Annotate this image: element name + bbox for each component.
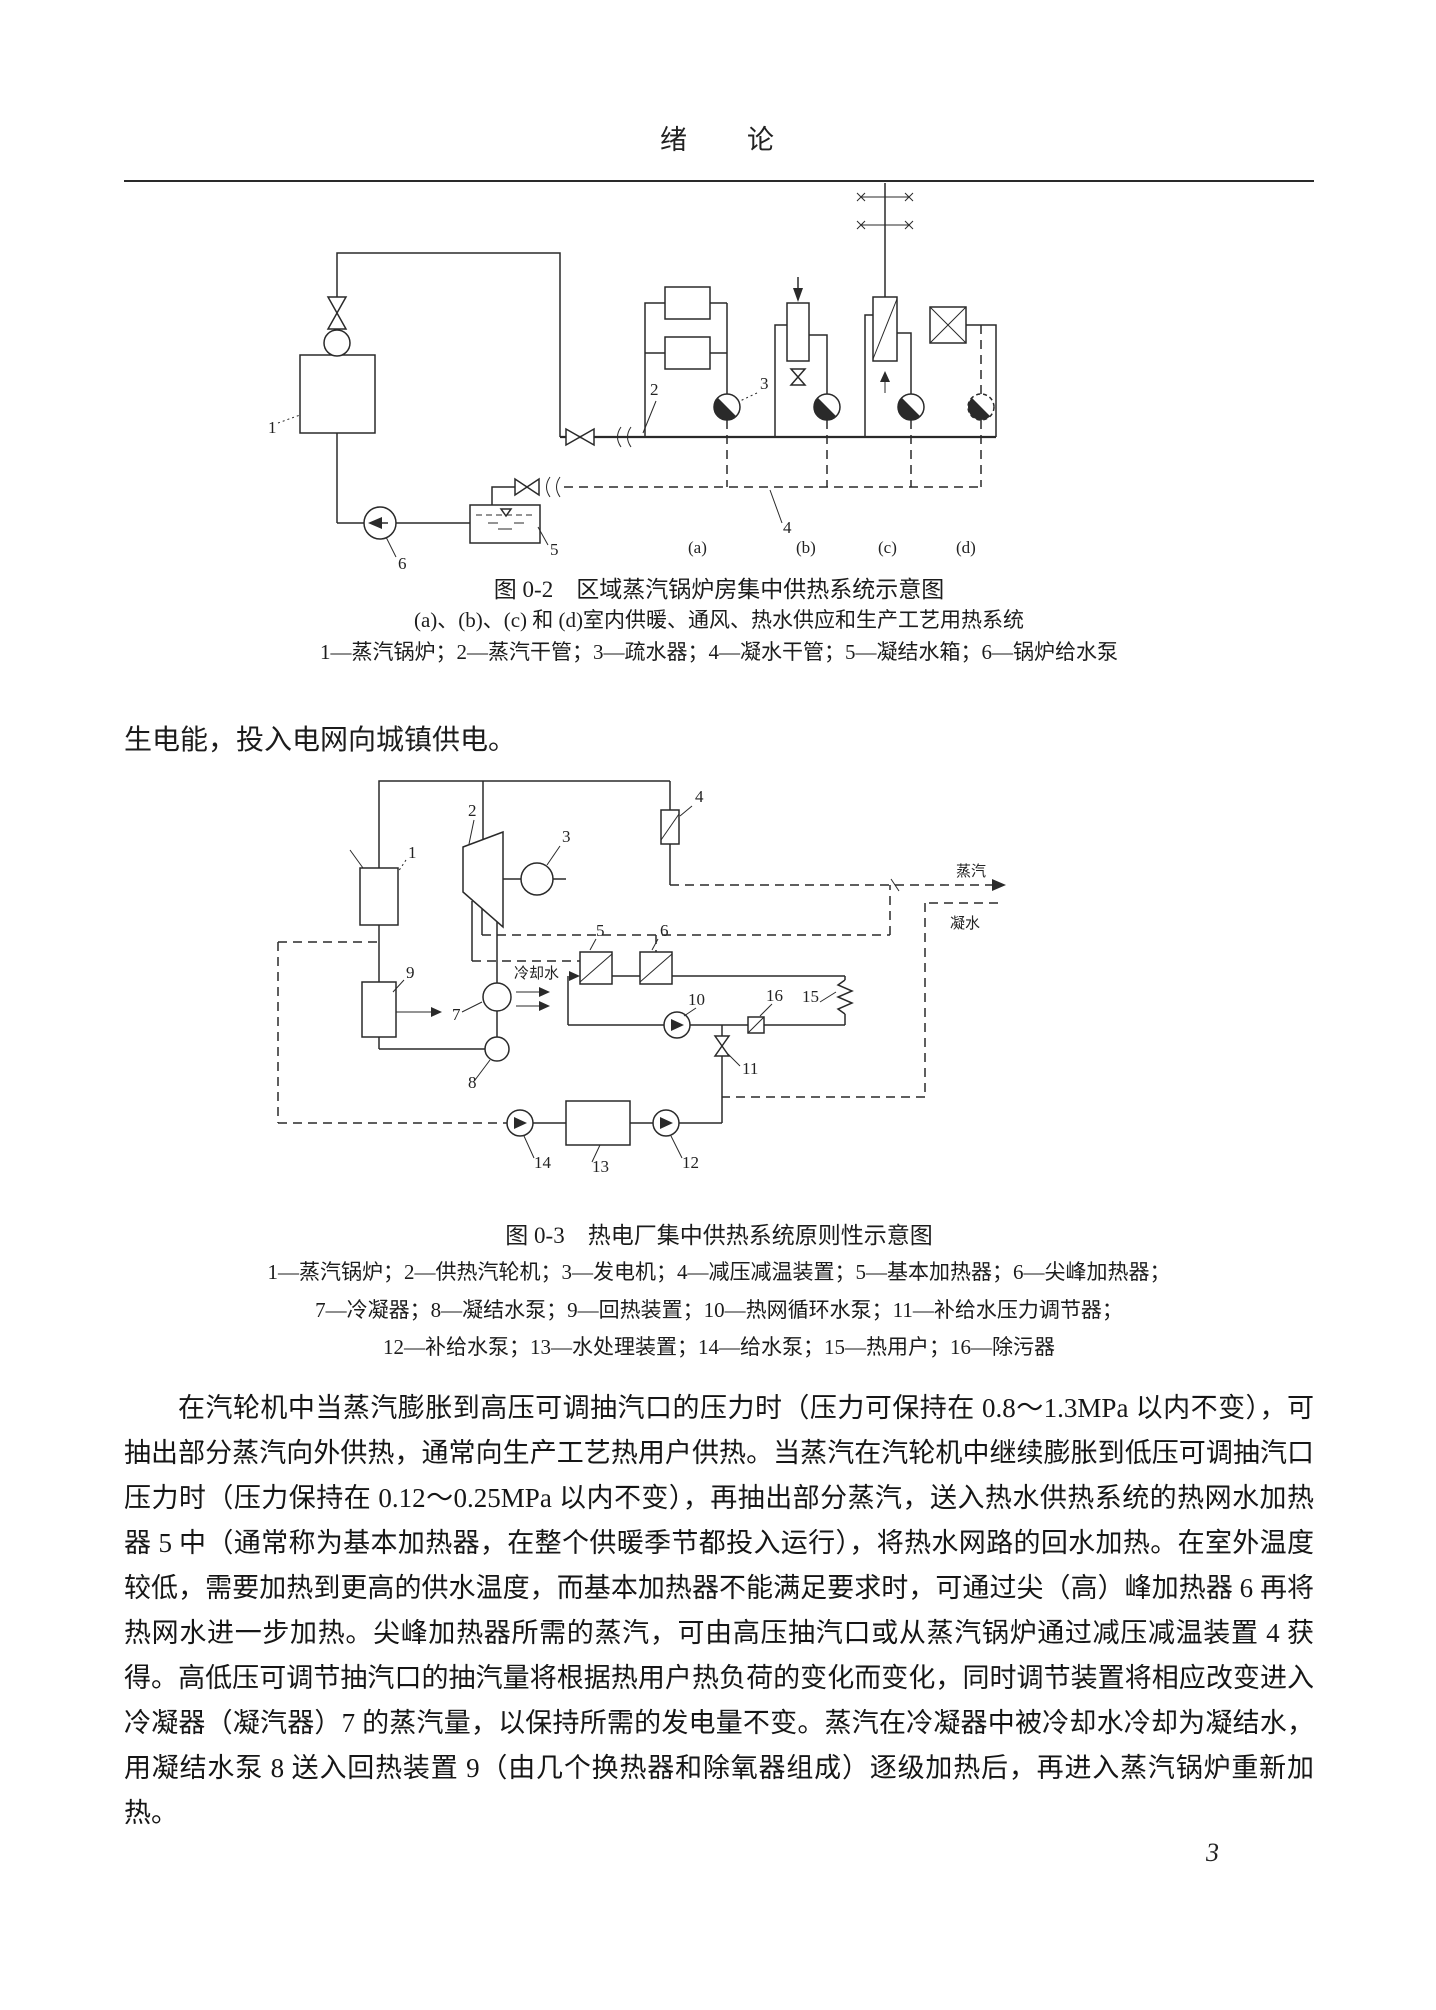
- fig03-leader-7: [461, 1001, 483, 1013]
- cooling-water-label: 冷却水: [514, 965, 559, 982]
- fig03-label-7: 7: [452, 1005, 461, 1024]
- fig03-leader-11: [727, 1053, 741, 1067]
- fig03-label-9: 9: [406, 963, 415, 982]
- fig03-label-3: 3: [562, 827, 571, 846]
- fig03-leader-6: [651, 938, 659, 951]
- branch-c-hot-water: [856, 183, 925, 487]
- fig03-leader-16: [759, 1003, 773, 1017]
- fig03-leader-8: [474, 1059, 491, 1081]
- fig02-label-d: (d): [956, 538, 976, 557]
- condensate-pump-symbol: [378, 1036, 510, 1062]
- fig03-caption-legend-2: 7—冷凝器；8—凝结水泵；9—回热装置；10—热网循环水泵；11—补给水压力调节…: [315, 1298, 1123, 1322]
- steam-boiler-symbol: [299, 252, 561, 523]
- fig03-leader-1: [397, 859, 407, 873]
- condenser-symbol: [482, 922, 512, 1037]
- fig02-label-1: 1: [268, 418, 277, 437]
- fig02-label-a: (a): [688, 538, 707, 557]
- fig02-label-c: (c): [878, 538, 897, 557]
- header-rule: [124, 180, 1314, 182]
- fig03-leader-12: [670, 1135, 683, 1159]
- condensate-main-line: [491, 476, 981, 505]
- branch-d-process-user: [929, 306, 997, 487]
- fig02-label-5: 5: [550, 540, 559, 559]
- boiler-feed-pump-symbol: [337, 506, 470, 540]
- fig02-label-2: 2: [650, 380, 659, 399]
- fig02-leader-3: [739, 392, 758, 402]
- heat-network-loop: [567, 971, 854, 1097]
- chp-boiler-symbol: [349, 780, 670, 982]
- steam-out-label: 蒸汽: [956, 863, 986, 880]
- fig03-leader-15: [819, 991, 837, 1003]
- condensate-return-label: 凝水: [950, 915, 980, 932]
- fig03-label-4: 4: [695, 787, 704, 806]
- fig02-label-6: 6: [398, 554, 407, 573]
- pressure-reducer-symbol: [660, 781, 680, 885]
- fig03-leader-9: [392, 979, 405, 993]
- fig02-caption-sub: (a)、(b)、(c) 和 (d)室内供暖、通风、热水供应和生产工艺用热系统: [413, 608, 1025, 632]
- fig03-leader-5: [589, 938, 597, 951]
- fig03-label-1: 1: [408, 843, 417, 862]
- fig02-label-3: 3: [760, 374, 769, 393]
- fig03-caption-title: 图 0-3 热电厂集中供热系统原则性示意图: [505, 1223, 933, 1248]
- branch-a-radiators: [644, 286, 741, 487]
- fig03-leader-10: [683, 1007, 697, 1017]
- turbine-symbol: [462, 781, 504, 929]
- fig03-caption-legend-3: 12—补给水泵；13—水处理装置；14—给水泵；15—热用户；16—除污器: [383, 1335, 1055, 1359]
- fig03-caption-legend-1: 1—蒸汽锅炉；2—供热汽轮机；3—发电机；4—减压减温装置；5—基本加热器；6—…: [267, 1260, 1171, 1284]
- fig03-leader-2: [468, 819, 475, 845]
- body-paragraph: 在汽轮机中当蒸汽膨胀到高压可调抽汽口的压力时（压力可保持在 0.8～1.3MPa…: [124, 1393, 1314, 1828]
- fig03-label-15: 15: [802, 987, 819, 1006]
- fig02-caption-legend: 1—蒸汽锅炉；2—蒸汽干管；3—疏水器；4—凝水干管；5—凝结水箱；6—锅炉给水…: [320, 640, 1118, 664]
- fig03-label-16: 16: [766, 986, 783, 1005]
- makeup-water-line: [277, 941, 507, 1124]
- fig02-leader-4: [769, 489, 783, 524]
- fig03-label-2: 2: [468, 801, 477, 820]
- fig02-label-4: 4: [783, 518, 792, 537]
- fig03-label-11: 11: [742, 1059, 758, 1078]
- fig03-leader-13: [591, 1144, 601, 1163]
- condensate-tank-symbol: [469, 504, 541, 544]
- fig02-leader-5: [537, 526, 549, 546]
- fig03-label-10: 10: [688, 990, 705, 1009]
- intro-paragraph: 生电能，投入电网向城镇供电。: [124, 725, 517, 756]
- fig03-leader-14: [523, 1135, 535, 1159]
- fig02-leader-1: [277, 414, 301, 424]
- page-number: 3: [1206, 1838, 1219, 1867]
- condensate-return-line: [722, 902, 998, 1098]
- cooling-water-arrows: [516, 987, 550, 1011]
- figure-0-3-diagram: 1 2 3 4 蒸汽: [277, 780, 1006, 1176]
- fig03-leader-4: [679, 805, 693, 817]
- basic-heater-symbol: [471, 901, 613, 985]
- peak-heater-symbol: [639, 935, 673, 985]
- steam-out-line: [481, 878, 1006, 936]
- fig03-label-12: 12: [682, 1153, 699, 1172]
- fig03-label-14: 14: [534, 1153, 552, 1172]
- fig03-label-8: 8: [468, 1073, 477, 1092]
- water-treatment-circuit: [506, 1097, 723, 1146]
- page-title: 绪 论: [660, 125, 776, 155]
- fig03-label-5: 5: [596, 921, 605, 940]
- fig03-label-6: 6: [660, 921, 669, 940]
- fig03-label-13: 13: [592, 1157, 609, 1176]
- regenerative-device-symbol: [361, 981, 442, 1038]
- branch-b-air-heater: [774, 277, 841, 487]
- fig02-caption-title: 图 0-2 区域蒸汽锅炉房集中供热系统示意图: [493, 577, 945, 602]
- fig02-leader-6: [385, 536, 397, 558]
- fig03-leader-3: [546, 845, 561, 866]
- generator-symbol: [503, 862, 566, 896]
- steam-main-line: [560, 426, 996, 448]
- fig02-label-b: (b): [796, 538, 816, 557]
- figure-0-2-diagram: 1 2 4 5: [268, 183, 997, 573]
